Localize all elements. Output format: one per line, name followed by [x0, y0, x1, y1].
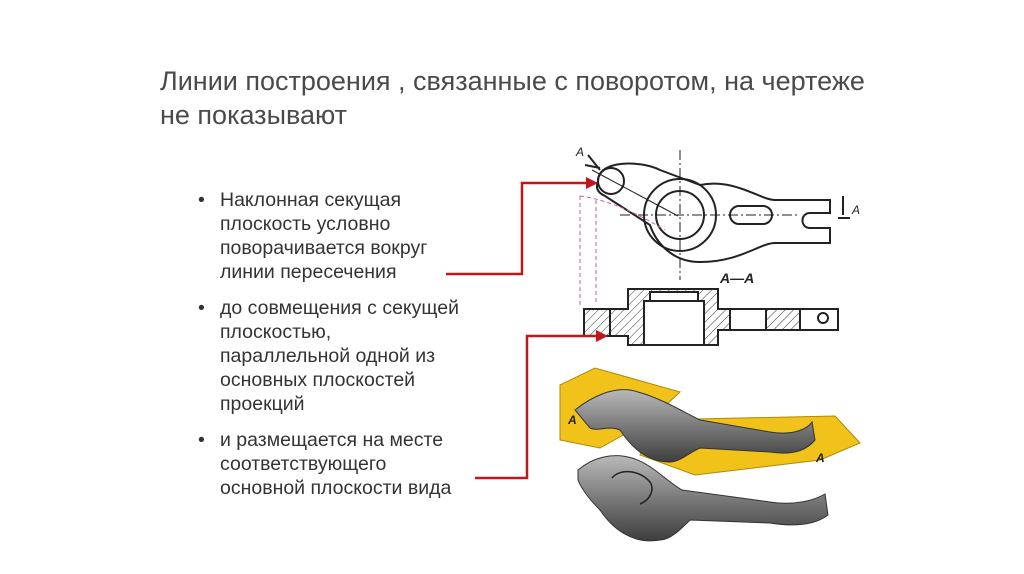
title-line-1: Линии построения , связанные с поворотом…: [160, 66, 865, 96]
plane-label-left: A: [567, 413, 577, 427]
section-title: A—A: [719, 270, 754, 286]
projection-lines: [579, 195, 666, 305]
bullet-dot: •: [198, 189, 205, 211]
slide-title: Линии построения , связанные с поворотом…: [160, 64, 1000, 132]
bullet-item-1: • Наклонная секущая плоскость условно по…: [198, 188, 518, 284]
section-label-right: A: [851, 203, 860, 217]
bullet-dot: •: [198, 297, 205, 319]
plane-label-right: A: [815, 451, 825, 465]
top-view-drawing: [591, 150, 831, 280]
section-view-drawing: [583, 288, 839, 346]
section-marker-right: [838, 196, 850, 219]
pointer-arrows: [446, 181, 598, 480]
bullet-item-2: • до совмещения с секущей плоскостью, па…: [198, 296, 518, 416]
title-line-2: не показывают: [160, 100, 348, 130]
section-marker-top: [584, 154, 601, 171]
bullet-item-3: • и размещается на месте соответствующег…: [198, 428, 518, 500]
bullet-text-1: Наклонная секущая плоскость условно пово…: [220, 189, 428, 283]
arrowhead-top: [586, 177, 598, 189]
arrowhead-bottom: [596, 330, 608, 342]
isometric-illustration: [559, 367, 861, 542]
bullet-text-3: и размещается на месте соответствующего …: [220, 429, 452, 499]
section-label-top: A: [575, 145, 584, 159]
bullet-list: • Наклонная секущая плоскость условно по…: [198, 188, 518, 512]
bullet-dot: •: [198, 429, 205, 451]
bullet-text-2: до совмещения с секущей плоскостью, пара…: [220, 297, 459, 415]
